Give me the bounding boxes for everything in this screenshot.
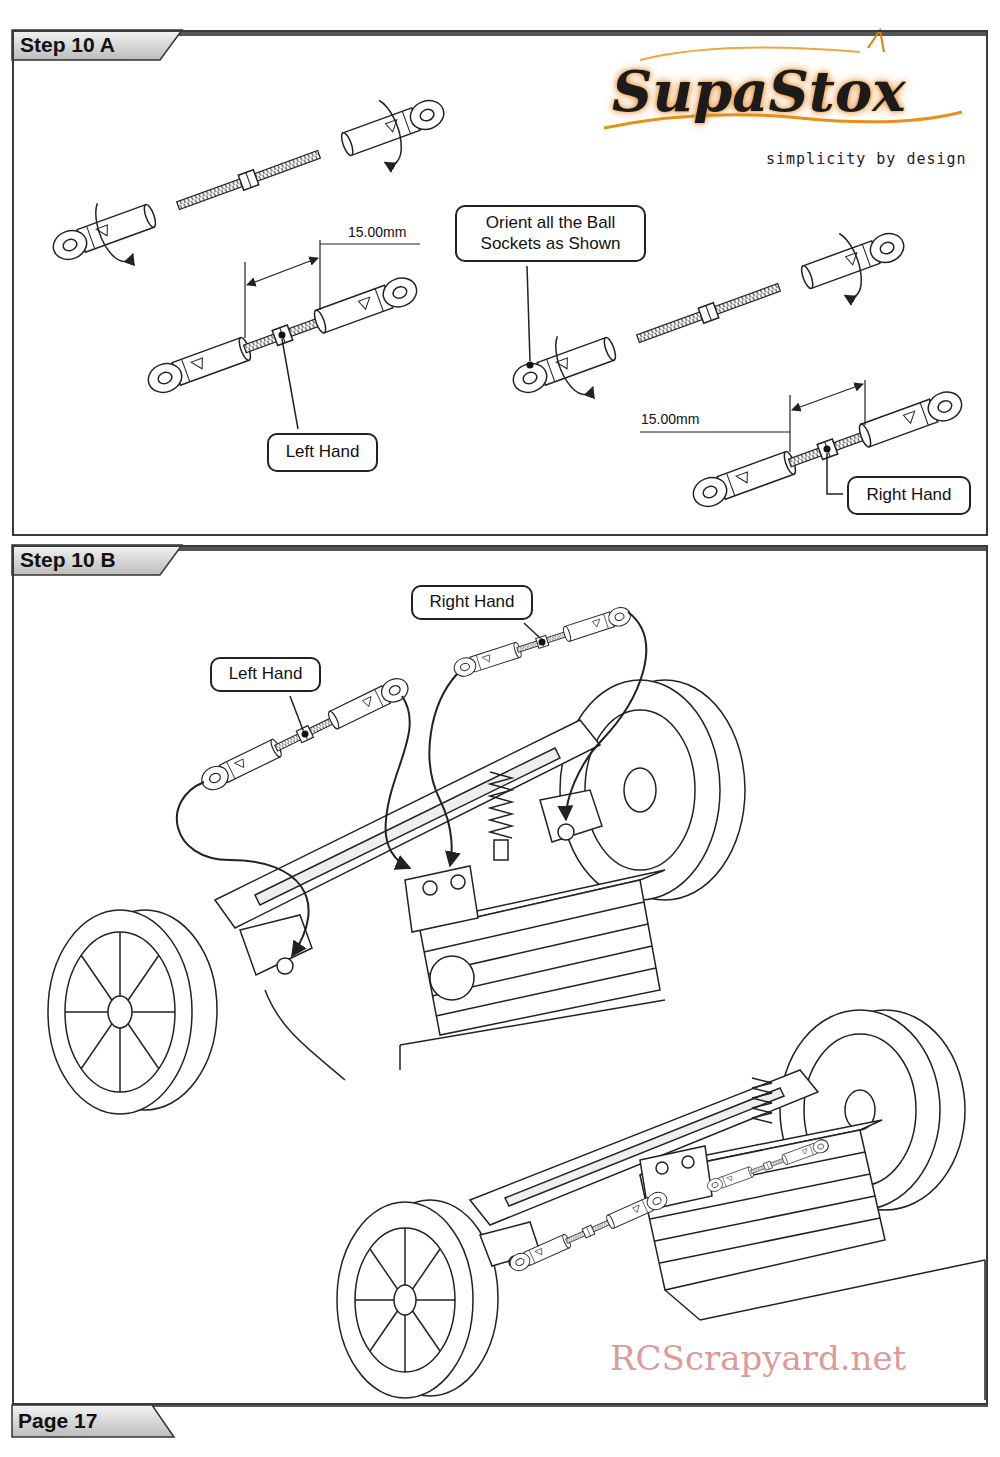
step-heading: Step 10 A (20, 33, 115, 57)
dimension-value-slot: 15.00mm (348, 223, 406, 241)
dimension-line (245, 240, 865, 452)
callout-box: Left Hand (267, 433, 378, 472)
watermark: RCScrapyard.net (606, 1338, 910, 1378)
callout-text: Right Hand (429, 592, 514, 612)
step-heading: Step 10 B (20, 548, 116, 572)
callout-box: Orient all the Ball Sockets as Shown (455, 205, 646, 262)
chassis (337, 1010, 985, 1400)
watermark-slot: RCScrapyard.net (606, 1338, 910, 1378)
turnbuckle (198, 605, 633, 794)
tagline: simplicity by design (766, 150, 967, 168)
callout-text: Orient all the Ball Sockets as Shown (468, 213, 633, 254)
leader-dot (302, 639, 546, 738)
leader-line (290, 623, 540, 730)
chassis (48, 680, 745, 1114)
step-panel: Step 10 B Right HandLeft Hand (12, 545, 988, 1405)
page-number-slot: Page 17 (18, 1409, 97, 1433)
dimension-value: 15.00mm (641, 411, 699, 427)
step-tab (12, 30, 988, 1437)
callout-text: Left Hand (286, 442, 360, 462)
logo-wordmark: SupaStox (612, 58, 906, 124)
dimension-value-slot: 15.00mm (641, 410, 699, 428)
logo-flame (604, 30, 962, 128)
turnbuckle (44, 81, 966, 511)
callout-box: Left Hand (210, 657, 321, 692)
page-number: Page 17 (18, 1409, 97, 1433)
callout-text: Left Hand (229, 664, 303, 684)
callout-text: Right Hand (866, 485, 951, 505)
fitting-arrow (177, 612, 646, 956)
logo-wordmark-slot: SupaStox (612, 58, 906, 124)
tagline-slot: simplicity by design (766, 150, 967, 168)
dimension-value: 15.00mm (348, 224, 406, 240)
callout-box: Right Hand (847, 476, 971, 515)
turnbuckle (507, 1138, 830, 1274)
callout-box: Right Hand (411, 585, 533, 620)
